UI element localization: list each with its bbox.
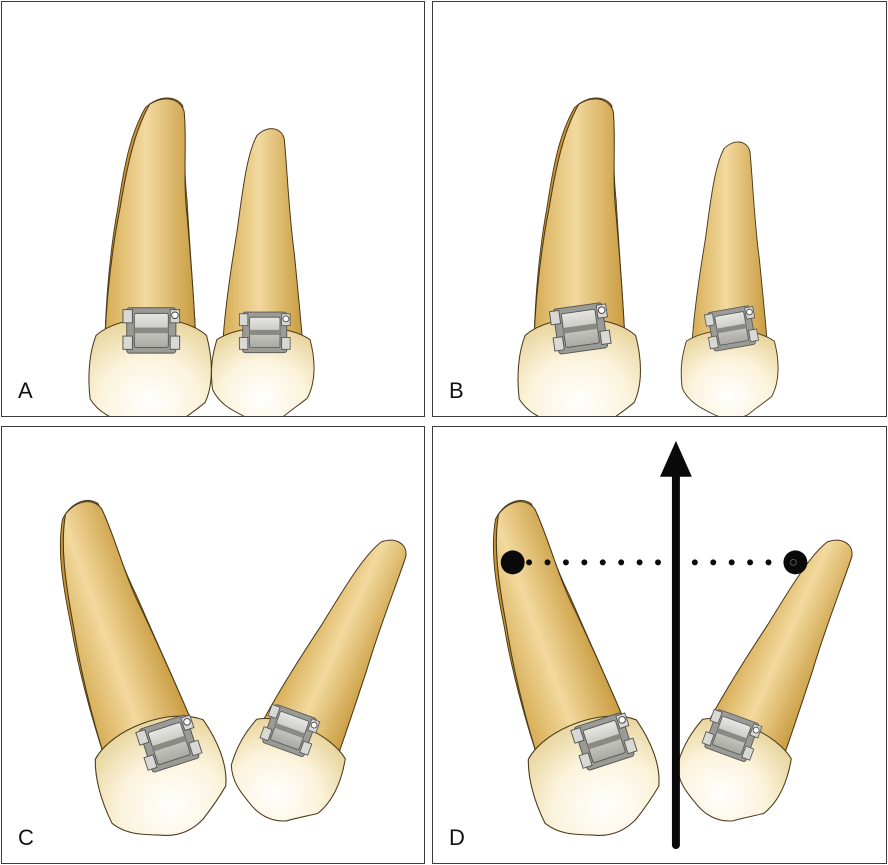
lateral-incisor bbox=[216, 515, 424, 840]
panel-a-drawing bbox=[88, 97, 315, 416]
bracket-central bbox=[122, 307, 181, 354]
panel-label: B bbox=[449, 378, 464, 403]
panel-a: A bbox=[1, 1, 425, 417]
arrow-head bbox=[659, 440, 692, 477]
central-incisor bbox=[517, 97, 641, 416]
bracket-lateral bbox=[238, 311, 291, 354]
central-incisor bbox=[88, 97, 212, 416]
lateral-incisor bbox=[210, 128, 315, 416]
bracket-central bbox=[548, 301, 613, 356]
right-reference-dot bbox=[783, 550, 808, 575]
panel-label: C bbox=[18, 825, 34, 850]
panel-c: C bbox=[1, 426, 425, 864]
panel-b-drawing bbox=[517, 97, 779, 416]
central-incisor bbox=[436, 485, 676, 856]
panel-label: A bbox=[18, 378, 33, 403]
left-reference-dot bbox=[500, 550, 525, 575]
panel-c-drawing bbox=[3, 485, 424, 856]
bracket-lateral bbox=[703, 304, 760, 353]
lateral-incisor bbox=[680, 141, 779, 416]
central-incisor bbox=[3, 485, 243, 856]
panel-d-drawing bbox=[436, 440, 886, 856]
panel-d: D bbox=[432, 426, 887, 864]
panel-label: D bbox=[449, 825, 465, 850]
panel-b: B bbox=[432, 1, 887, 417]
